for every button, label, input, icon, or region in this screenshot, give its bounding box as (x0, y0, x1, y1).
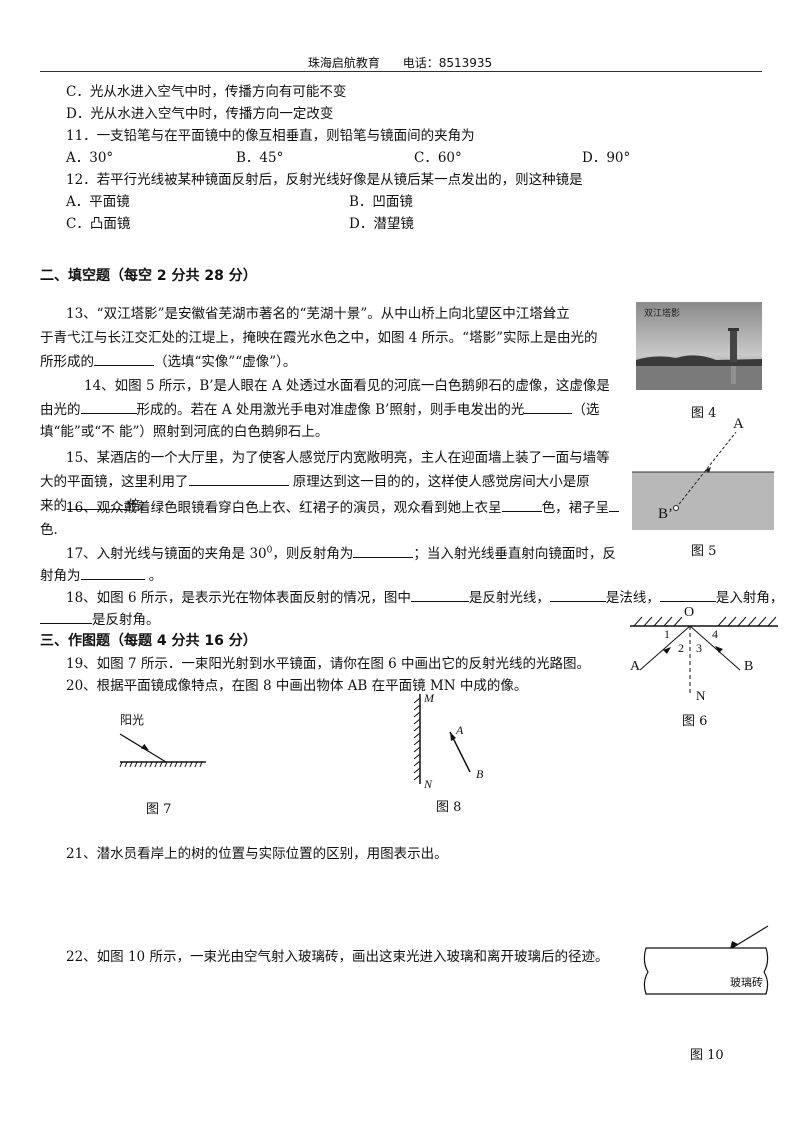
object-arrow-icon (450, 732, 456, 741)
fig6-label-o: O (684, 605, 694, 620)
water-region (632, 472, 774, 530)
mirror-hatching (119, 761, 203, 768)
figure-7-caption: 图 7 (146, 802, 172, 817)
q18-blank-2[interactable] (549, 587, 606, 602)
q11-option-c: C．60° (414, 150, 462, 166)
fig6-angle-2: 2 (678, 641, 684, 655)
fig5-label-a: A (733, 416, 744, 432)
q15-blank-1[interactable] (188, 471, 289, 486)
q18-blank-3[interactable] (659, 587, 716, 602)
figure-4-photo: 双江塔影 (636, 302, 762, 390)
mirror-hatching (633, 616, 777, 627)
header-org: 珠海启航教育 (307, 56, 380, 70)
pebble-image-point (673, 505, 679, 511)
figure-7-diagram: 阳光 (116, 710, 210, 772)
incident-light-ray (731, 925, 769, 949)
q11-option-a: A．30° (66, 150, 114, 166)
q12-option-a: A．平面镜 (66, 194, 130, 210)
q16-line1: 16、观众戴着绿色眼镜看穿白色上衣、红裙子的演员，观众看到她上衣呈色，裙子呈 (66, 496, 620, 516)
fig7-sunlight-label: 阳光 (120, 713, 144, 727)
q11-option-d: D．90° (582, 150, 631, 166)
q14-line3: 填“能”或“不 能”）照射到河底的白色鹅卵石上。 (40, 424, 329, 440)
glass-brick (643, 947, 769, 995)
q17-line1: 17、入射光线与镜面的夹角是 300，则反射角为；当入射光线垂直射向镜面时，反 (66, 542, 616, 563)
fig6-angle-3: 3 (696, 641, 702, 655)
q12-option-b: B．凹面镜 (349, 194, 413, 210)
q14-blank-1[interactable] (80, 399, 137, 414)
q18-line2: 是反射角。 (40, 608, 160, 628)
page-header: 珠海启航教育 电话：8513935 (0, 54, 800, 71)
reflected-ray-ob (689, 625, 741, 671)
figure-5-caption: 图 5 (691, 544, 717, 559)
q14-line2: 由光的形成的。若在 A 处用激光手电对准虚像 B’照射，则手电发出的光（选 (40, 398, 599, 418)
figure-8-caption: 图 8 (436, 800, 462, 815)
q15-line3: 来的倍. (40, 494, 145, 514)
q13-blank[interactable] (94, 351, 154, 366)
q16-blank-2[interactable] (609, 497, 620, 512)
sunlight-arrow-icon (140, 743, 149, 751)
figure-8-diagram: M N A B (404, 690, 500, 791)
q10-option-c: C．光从水进入空气中时，传播方向有可能不变 (66, 84, 347, 100)
q15-line1: 15、某酒店的一个大厅里，为了使客人感觉厅内宽敞明亮，主人在迎面墙上装了一面与墙… (66, 450, 610, 466)
tower-photo-image: 双江塔影 (636, 302, 762, 390)
figure-6-caption: 图 6 (682, 714, 708, 729)
q12-option-c: C．凸面镜 (66, 216, 131, 232)
q12-stem: 12．若平行光线被某种镜面反射后，反射光线好像是从镜后某一点发出的，则这种镜是 (66, 172, 583, 188)
q17-line2: 射角为 。 (40, 564, 162, 584)
q13-line3: 所形成的（选填“实像”“虚像”）。 (40, 350, 296, 370)
mirror-hatching (413, 697, 421, 781)
q22-text: 22、如图 10 所示，一束光由空气射入玻璃砖，画出这束光进入玻璃和离开玻璃后的… (66, 949, 609, 965)
q14-line1: 14、如图 5 所示，B’是人眼在 A 处透过水面看见的河底一白色鹅卵石的虚像，… (84, 378, 610, 394)
fig6-label-a: A (630, 659, 641, 674)
fig6-label-n: N (696, 688, 706, 703)
q18-blank-4[interactable] (40, 609, 92, 624)
section-3-title: 三、作图题（每题 4 分共 16 分） (40, 633, 257, 649)
q12-option-d: D．潜望镜 (349, 216, 414, 232)
fig6-angle-1: 1 (664, 627, 670, 641)
fig6-angle-4: 4 (712, 627, 718, 641)
figure-10-caption: 图 10 (690, 1048, 724, 1063)
figure-6-diagram: O A B N 1 2 3 4 (626, 604, 782, 708)
figure-4-caption: 图 4 (691, 406, 717, 421)
sight-arrow-icon (705, 467, 711, 473)
incident-arrow-icon (663, 647, 671, 654)
header-divider (40, 71, 762, 72)
q17-blank-1[interactable] (353, 543, 414, 558)
q21-text: 21、潜水员看岸上的树的位置与实际位置的区别，用图表示出。 (66, 846, 448, 862)
q20-text: 20、根据平面镜成像特点，在图 8 中画出物体 AB 在平面镜 MN 中成的像。 (66, 678, 528, 694)
figure-10-diagram: 玻璃砖 (638, 922, 778, 1000)
fig8-label-n: N (423, 777, 433, 790)
fig8-label-m: M (423, 691, 435, 705)
q15-line2: 大的平面镜，这里利用了 原理达到这一目的的，这样使人感觉房间大小是原 (40, 470, 590, 490)
section-2-title: 二、填空题（每空 2 分共 28 分） (40, 268, 257, 284)
q16-line2: 色. (40, 522, 58, 538)
photo-caption-text: 双江塔影 (644, 307, 680, 318)
q11-stem: 11．一支铅笔与在平面镜中的像互相垂直，则铅笔与镜面间的夹角为 (66, 128, 475, 144)
fig8-label-a: A (455, 723, 464, 737)
q16-blank-1[interactable] (501, 497, 542, 512)
header-phone: 电话：8513935 (402, 56, 493, 70)
q17-blank-2[interactable] (80, 565, 145, 580)
q13-line2: 于青弋江与长江交汇处的江堤上，掩映在霞光水色之中，如图 4 所示。“塔影”实际上… (40, 330, 598, 346)
reflected-arrow-icon (715, 646, 723, 653)
incident-ray-ao (639, 625, 691, 671)
fig8-label-b: B (476, 767, 484, 781)
q19-text: 19、如图 7 所示．一束阳光射到水平镜面，请你在图 6 中画出它的反射光线的光… (66, 656, 591, 672)
figure-5-diagram: A B’ (632, 410, 774, 530)
q13-line1: 13、“双江塔影”是安徽省芜湖市著名的“芜湖十景”。从中山桥上向北望区中江塔耸立 (66, 306, 570, 322)
q11-option-b: B．45° (236, 150, 284, 166)
q15-blank-2[interactable] (67, 495, 127, 510)
sight-line (675, 431, 737, 509)
q18-line1: 18、如图 6 所示，是表示光在物体表面反射的情况，图中是反射光线，是法线，是入… (66, 586, 783, 606)
q10-option-d: D．光从水进入空气中时，传播方向一定改变 (66, 106, 334, 122)
light-arrow-icon (730, 941, 738, 949)
fig5-label-b: B’ (658, 506, 673, 522)
q18-blank-1[interactable] (410, 587, 469, 602)
fig6-label-b: B (744, 659, 753, 674)
q14-blank-2[interactable] (524, 399, 573, 414)
fig10-glass-label: 玻璃砖 (730, 975, 763, 989)
